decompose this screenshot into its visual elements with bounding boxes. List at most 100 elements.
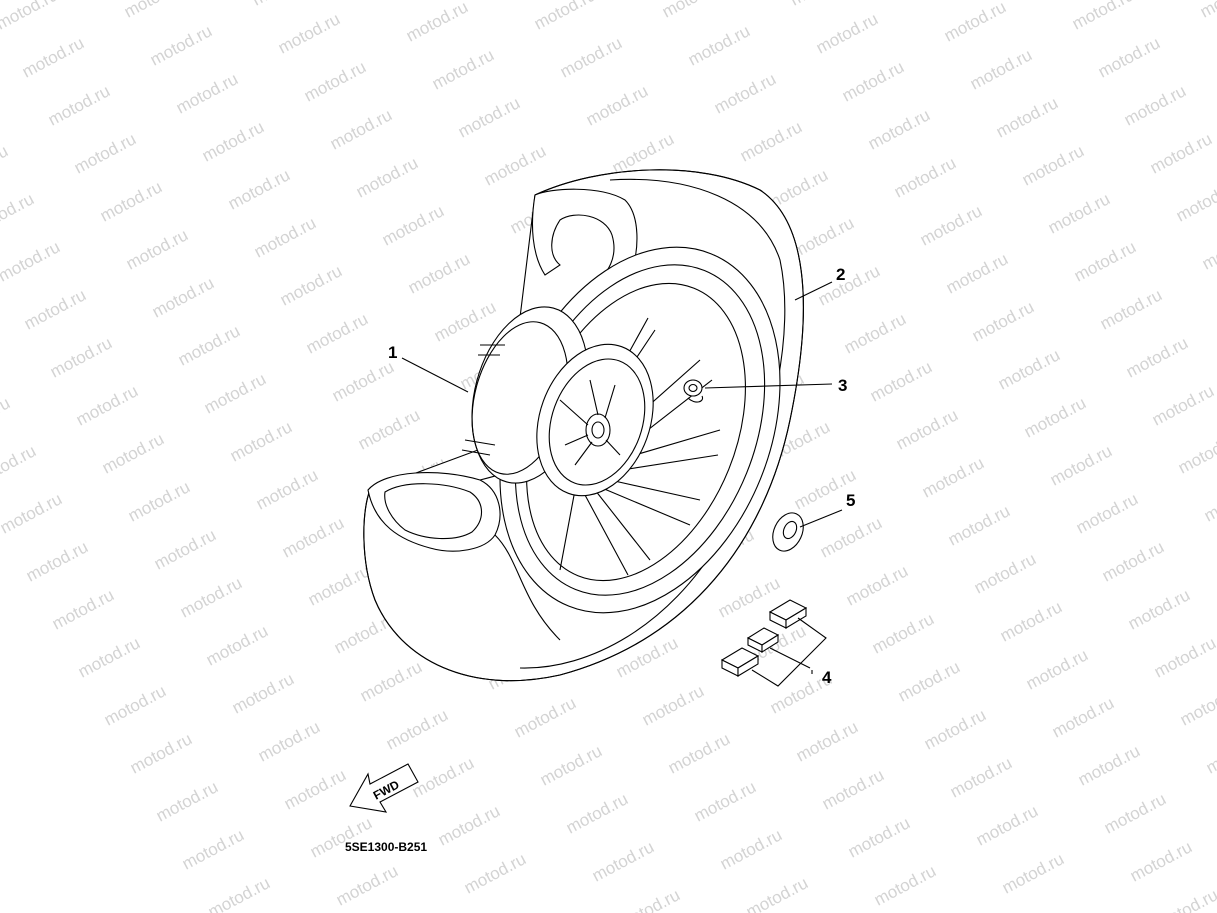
- collar: [772, 512, 804, 552]
- watermark-text: motod.ru: [1123, 333, 1191, 381]
- watermark-text: motod.ru: [865, 105, 933, 153]
- watermark-text: motod.ru: [21, 285, 89, 333]
- watermark-text: motod.ru: [1127, 837, 1195, 885]
- leader-lines: [401, 281, 843, 687]
- watermark-text: motod.ru: [895, 657, 963, 705]
- watermark-text: motod.ru: [73, 381, 141, 429]
- watermark-text: motod.ru: [97, 177, 165, 225]
- watermark-text: motod.ru: [205, 873, 273, 913]
- watermark-text: motod.ru: [997, 597, 1065, 645]
- callout-labels: 1 2 3 4 5: [388, 265, 855, 687]
- watermark-text: motod.ru: [175, 321, 243, 369]
- watermark-text: motod.ru: [249, 0, 317, 10]
- watermark-text: motod.ru: [251, 213, 319, 261]
- watermark-text: motod.ru: [47, 333, 115, 381]
- watermark-text: motod.ru: [203, 621, 271, 669]
- watermark-text: motod.ru: [379, 201, 447, 249]
- watermark-text: motod.ru: [1047, 441, 1115, 489]
- watermark-text: motod.ru: [737, 117, 805, 165]
- watermark-text: motod.ru: [199, 117, 267, 165]
- watermark-text: motod.ru: [305, 561, 373, 609]
- watermark-text: motod.ru: [1173, 177, 1217, 225]
- watermark-text: motod.ru: [123, 225, 191, 273]
- watermark-text: motod.ru: [711, 69, 779, 117]
- watermark-text: motod.ru: [969, 297, 1037, 345]
- watermark-text: motod.ru: [0, 0, 61, 34]
- valve: [683, 379, 704, 403]
- watermark-text: motod.ru: [201, 369, 269, 417]
- watermark-text: motod.ru: [1021, 393, 1089, 441]
- watermark-text: motod.ru: [329, 357, 397, 405]
- watermark-text: motod.ru: [1121, 81, 1189, 129]
- watermark-text: motod.ru: [431, 297, 499, 345]
- watermark-text: motod.ru: [917, 201, 985, 249]
- watermark-text: motod.ru: [1073, 489, 1141, 537]
- callout-3: 3: [838, 376, 847, 395]
- watermark-text: motod.ru: [461, 849, 529, 897]
- watermark-text: motod.ru: [327, 105, 395, 153]
- watermark-text: motod.ru: [839, 57, 907, 105]
- watermark-text: motod.ru: [227, 417, 295, 465]
- watermark-text: motod.ru: [19, 33, 87, 81]
- watermark-text: motod.ru: [229, 669, 297, 717]
- watermark-text: motod.ru: [717, 825, 785, 873]
- watermark-text: motod.ru: [1071, 237, 1139, 285]
- watermark-text: motod.ru: [787, 0, 855, 10]
- watermark-text: motod.ru: [301, 57, 369, 105]
- watermark-text: motod.ru: [1151, 633, 1217, 681]
- watermark-text: motod.ru: [867, 357, 935, 405]
- watermark-text: motod.ru: [1023, 645, 1091, 693]
- watermark-text: motod.ru: [817, 513, 885, 561]
- watermark-text: motod.ru: [615, 885, 683, 913]
- watermark-text: motod.ru: [583, 81, 651, 129]
- watermark-text: motod.ru: [149, 273, 217, 321]
- watermark-text: motod.ru: [147, 21, 215, 69]
- watermark-text: motod.ru: [967, 45, 1035, 93]
- watermark-text: motod.ru: [843, 561, 911, 609]
- watermark-text: motod.ru: [353, 153, 421, 201]
- watermark-text: motod.ru: [1199, 225, 1217, 273]
- watermark-text: motod.ru: [871, 861, 939, 909]
- watermark-text: motod.ru: [435, 801, 503, 849]
- watermark-text: motod.ru: [1045, 189, 1113, 237]
- watermark-text: motod.ru: [943, 249, 1011, 297]
- watermark-text: motod.ru: [1097, 285, 1165, 333]
- watermark-text: motod.ru: [1177, 681, 1217, 729]
- callout-4: 4: [822, 668, 832, 687]
- watermark-text: motod.ru: [0, 441, 39, 489]
- watermark-text: motod.ru: [1197, 0, 1217, 22]
- watermark-text: motod.ru: [279, 513, 347, 561]
- watermark-text: motod.ru: [919, 453, 987, 501]
- watermark-text: motod.ru: [357, 657, 425, 705]
- watermark-text: motod.ru: [355, 405, 423, 453]
- watermark-text: motod.ru: [403, 0, 471, 46]
- watermark-text: motod.ru: [971, 549, 1039, 597]
- callout-5: 5: [846, 491, 855, 510]
- watermark-text: motod.ru: [333, 861, 401, 909]
- watermark-text: motod.ru: [685, 21, 753, 69]
- watermark-text: motod.ru: [869, 609, 937, 657]
- watermark-text: motod.ru: [1125, 585, 1193, 633]
- watermark-text: motod.ru: [275, 9, 343, 57]
- watermark-text: motod.ru: [973, 801, 1041, 849]
- diagram-code: 5SE1300-B251: [345, 840, 427, 854]
- watermark-text: motod.ru: [813, 9, 881, 57]
- watermark-text: motod.ru: [0, 393, 13, 441]
- watermark-text: motod.ru: [563, 789, 631, 837]
- watermark-text: motod.ru: [409, 753, 477, 801]
- watermark-text: motod.ru: [0, 141, 11, 189]
- watermark-text: motod.ru: [173, 69, 241, 117]
- watermark-text: motod.ru: [1203, 729, 1217, 777]
- watermark-text: motod.ru: [225, 165, 293, 213]
- watermark-text: motod.ru: [101, 681, 169, 729]
- callout-1: 1: [388, 343, 397, 362]
- watermark-text: motod.ru: [819, 765, 887, 813]
- watermark-text: motod.ru: [179, 825, 247, 873]
- watermark-text: motod.ru: [253, 465, 321, 513]
- watermark-text: motod.ru: [1019, 141, 1087, 189]
- watermark-text: motod.ru: [177, 573, 245, 621]
- watermark-text: motod.ru: [841, 309, 909, 357]
- watermark-text: motod.ru: [127, 729, 195, 777]
- watermark-text: motod.ru: [1153, 885, 1217, 913]
- watermark-text: motod.ru: [277, 261, 345, 309]
